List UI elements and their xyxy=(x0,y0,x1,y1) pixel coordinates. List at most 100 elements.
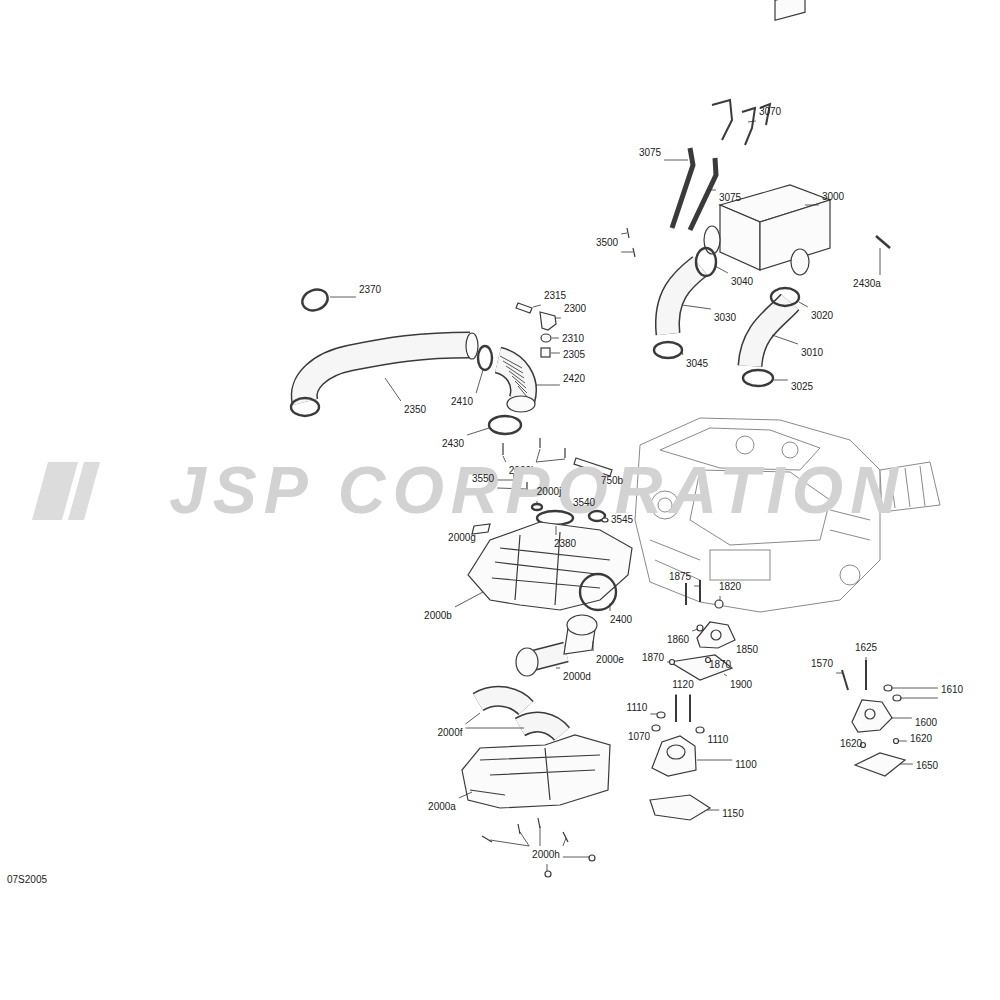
leader-line xyxy=(667,662,670,663)
leader-line xyxy=(466,713,480,724)
leader-line xyxy=(555,318,561,319)
part-drawing xyxy=(462,735,610,808)
part-drawing xyxy=(304,345,470,402)
leader-line xyxy=(697,760,732,761)
part-drawing xyxy=(652,736,696,776)
part-drawing xyxy=(470,748,600,800)
leader-line xyxy=(621,233,627,234)
intercooler-drawing xyxy=(704,0,830,275)
leader-line xyxy=(892,718,912,719)
callout-number: 2000j xyxy=(537,486,561,498)
part-drawing xyxy=(675,695,677,722)
part-drawing xyxy=(855,753,905,776)
leader-line xyxy=(536,385,560,386)
leader-line xyxy=(540,826,541,846)
leader-line xyxy=(774,380,788,381)
part-drawing xyxy=(498,360,523,400)
leader-line xyxy=(556,668,560,669)
leader-line xyxy=(476,370,483,393)
leader-line xyxy=(676,694,677,697)
part-drawing xyxy=(712,100,732,140)
callout-number: 1820 xyxy=(719,581,741,593)
part-drawing xyxy=(545,871,551,877)
leader-line xyxy=(621,252,633,253)
part-drawing xyxy=(736,436,754,454)
callout-number: 2000d xyxy=(563,671,591,683)
callout-number: 1850 xyxy=(736,644,758,656)
part-drawing xyxy=(791,249,809,275)
leader-line xyxy=(682,305,711,309)
callout-number: 2000h xyxy=(532,849,560,861)
leader-line xyxy=(552,338,559,339)
part-drawing xyxy=(750,302,790,366)
part-drawing xyxy=(466,333,478,359)
part-drawing xyxy=(478,696,526,708)
part-drawing xyxy=(667,745,685,759)
callout-number: 1620 xyxy=(910,733,932,745)
part-drawing xyxy=(633,248,635,257)
leader-line xyxy=(715,266,728,273)
leader-line xyxy=(490,840,529,846)
part-drawing xyxy=(492,532,610,605)
callout-number: 1870 xyxy=(709,659,731,671)
leader-line xyxy=(467,428,489,435)
part-drawing xyxy=(689,695,691,722)
part-drawing xyxy=(685,583,687,605)
part-drawing xyxy=(652,725,660,731)
part-drawing xyxy=(830,530,870,540)
part-drawing xyxy=(750,302,790,366)
leader-line xyxy=(533,305,541,307)
part-drawing xyxy=(518,824,520,834)
leader-line xyxy=(563,838,566,846)
part-drawing xyxy=(711,630,721,640)
leader-line xyxy=(551,353,560,354)
figure-code: 07S2005 xyxy=(7,874,47,886)
leader-line xyxy=(707,810,719,811)
watermark-logo xyxy=(32,462,100,520)
leader-line xyxy=(556,526,557,535)
part-drawing xyxy=(520,722,562,734)
part-drawing xyxy=(507,396,535,412)
leader-line xyxy=(563,857,590,858)
part-drawing xyxy=(670,655,732,680)
part-drawing xyxy=(627,228,629,238)
callout-number: 1870 xyxy=(642,652,664,664)
part-drawing xyxy=(840,565,860,585)
leader-line xyxy=(891,688,938,689)
callout-number: 1620 xyxy=(840,738,862,750)
part-drawing xyxy=(68,462,100,520)
part-drawing xyxy=(299,286,330,314)
leader-line xyxy=(682,352,684,355)
callout-number: 2310 xyxy=(562,333,584,345)
leader-line xyxy=(650,714,657,715)
callout-number: 2410 xyxy=(451,396,473,408)
callout-number: 2380 xyxy=(554,538,576,550)
callout-number: 3550 xyxy=(472,473,494,485)
part-drawing xyxy=(905,468,910,507)
plenum-drawing xyxy=(462,735,610,808)
leader-line xyxy=(459,792,472,798)
callout-number: 3500 xyxy=(596,237,618,249)
part-drawing xyxy=(920,466,925,506)
leader-line xyxy=(799,302,808,307)
part-drawing xyxy=(304,345,470,402)
callout-number: 1600 xyxy=(915,717,937,729)
manifold-drawing xyxy=(468,522,632,610)
leader-line xyxy=(692,629,698,631)
callout-number: 2305 xyxy=(563,349,585,361)
leader-line xyxy=(720,596,721,601)
part-drawing xyxy=(541,334,551,342)
callout-number: 1610 xyxy=(941,684,963,696)
callout-number: 1100 xyxy=(735,759,757,771)
leader-line xyxy=(898,741,907,742)
callout-number: 1625 xyxy=(855,642,877,654)
part-drawing xyxy=(842,670,848,690)
callout-number: 2000a xyxy=(428,801,456,813)
callout-number: 1120 xyxy=(672,679,694,691)
part-drawing xyxy=(516,303,532,313)
leader-line xyxy=(686,586,687,588)
callout-number: 1110 xyxy=(708,734,729,746)
leader-line xyxy=(593,641,594,651)
callout-number: 1110 xyxy=(627,702,648,714)
